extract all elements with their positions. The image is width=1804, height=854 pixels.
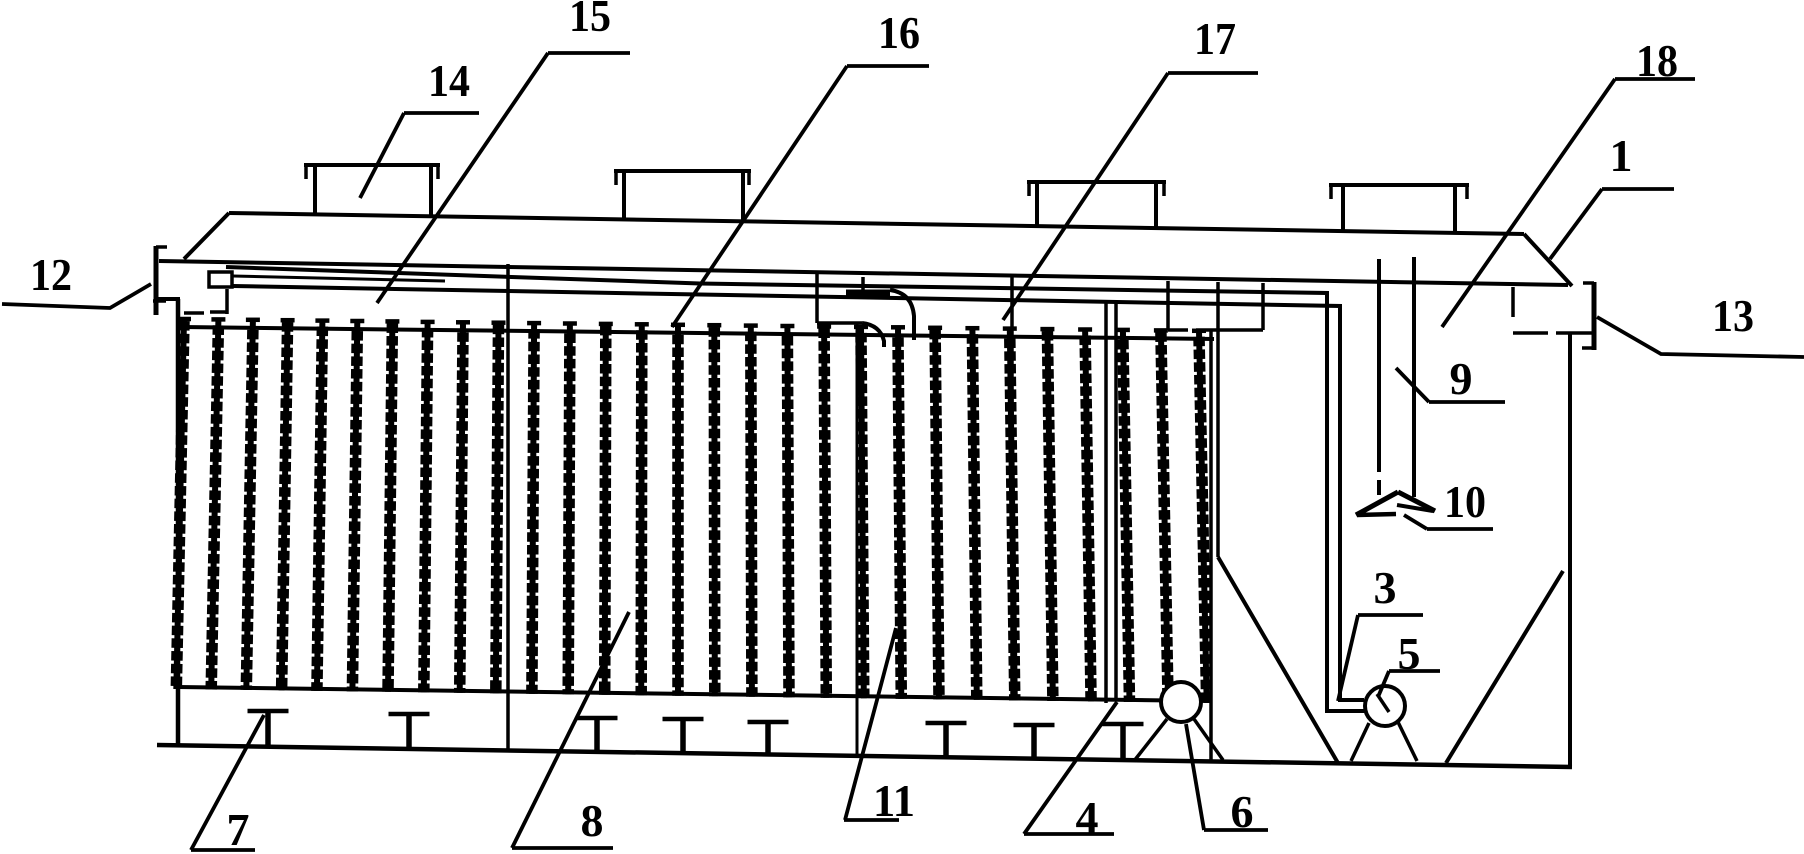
svg-text:11: 11 (873, 775, 915, 826)
svg-text:5: 5 (1398, 628, 1421, 679)
svg-text:3: 3 (1374, 562, 1397, 613)
svg-text:6: 6 (1231, 786, 1254, 837)
svg-text:18: 18 (1636, 35, 1678, 86)
svg-text:15: 15 (569, 0, 611, 41)
svg-text:8: 8 (581, 795, 604, 846)
svg-text:4: 4 (1076, 792, 1099, 843)
svg-text:9: 9 (1450, 353, 1473, 404)
svg-text:13: 13 (1712, 290, 1754, 341)
svg-text:17: 17 (1194, 13, 1236, 64)
svg-text:14: 14 (428, 55, 470, 106)
svg-text:16: 16 (878, 7, 920, 58)
svg-text:7: 7 (227, 804, 250, 854)
svg-text:10: 10 (1444, 476, 1486, 527)
svg-text:1: 1 (1610, 130, 1633, 181)
svg-text:12: 12 (30, 249, 72, 300)
